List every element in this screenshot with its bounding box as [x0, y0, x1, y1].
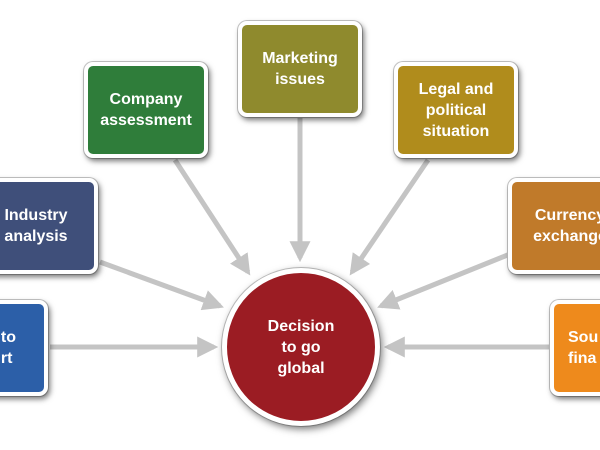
arrow-company-assessment: [172, 158, 251, 276]
factor-marketing-issues: Marketing issues: [238, 21, 362, 117]
factor-right-partial: Sou fina: [550, 300, 600, 396]
arrow-currency-exchange: [377, 251, 511, 310]
factor-left-partial: to rt: [0, 300, 48, 396]
factor-industry-analysis: Industry analysis: [0, 178, 98, 274]
arrow-legal-political: [349, 158, 431, 276]
arrow-industry-analysis: [99, 259, 224, 311]
factor-legal-political: Legal and political situation: [394, 62, 518, 158]
factor-company-assessment: Company assessment: [84, 62, 208, 158]
center-decision-node: Decision to go global: [222, 268, 380, 426]
factor-currency-exchange: Currency exchange: [508, 178, 600, 274]
